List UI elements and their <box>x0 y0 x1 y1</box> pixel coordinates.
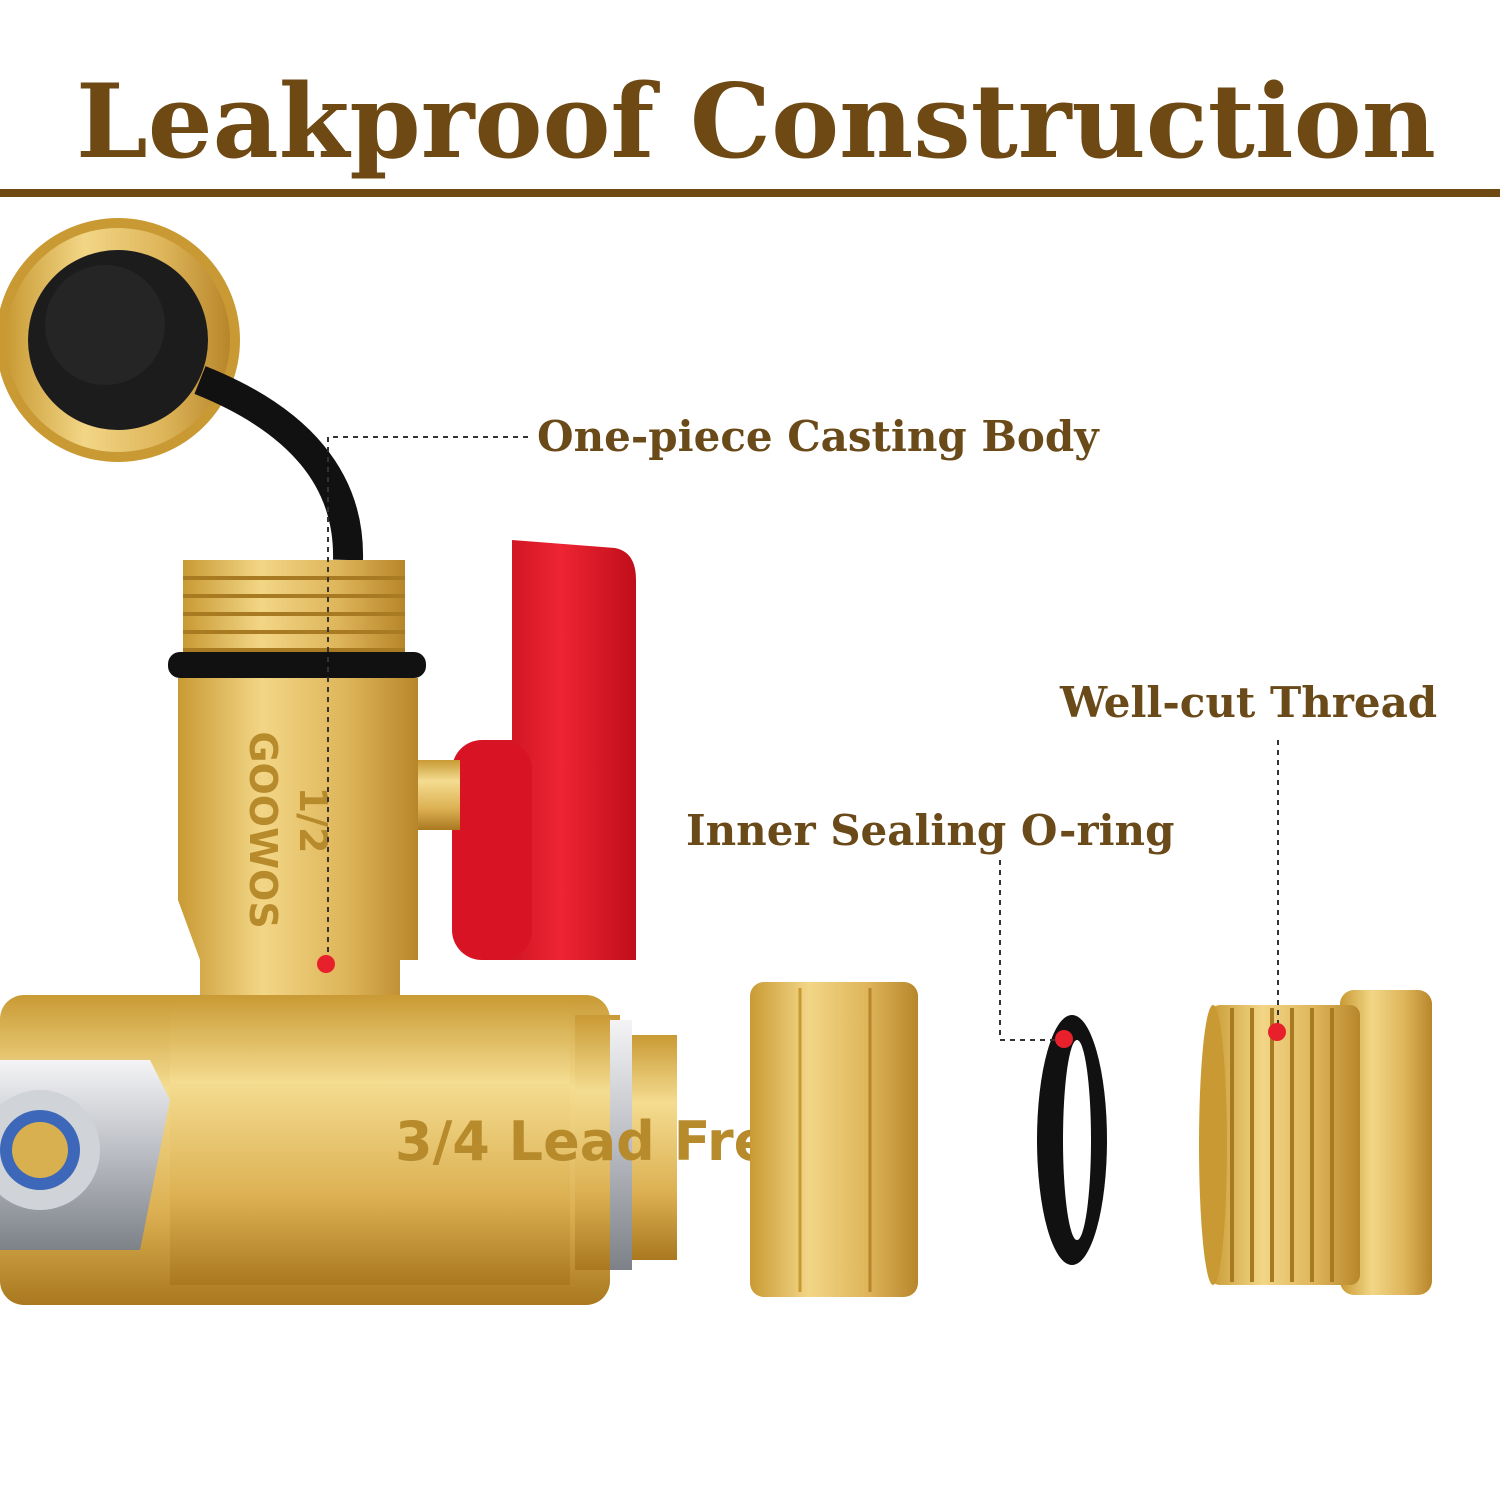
drain-valve <box>0 1060 170 1250</box>
marker-casting-body <box>317 955 335 973</box>
hex-nut <box>750 982 918 1297</box>
hose-cap <box>0 218 240 462</box>
title-divider <box>0 189 1500 197</box>
marker-o-ring <box>1055 1030 1073 1048</box>
callout-o-ring: Inner Sealing O-ring <box>686 806 1175 855</box>
red-valve-handle <box>452 540 636 960</box>
marker-thread <box>1268 1023 1286 1041</box>
callout-casting-body: One-piece Casting Body <box>537 412 1099 461</box>
callout-markers <box>317 955 1286 1048</box>
callout-thread: Well-cut Thread <box>1060 678 1438 727</box>
stamp-brand: GOOWOS <box>241 731 285 928</box>
leader-lines <box>327 436 1279 1041</box>
casting-body <box>0 678 677 1305</box>
cap-tether <box>194 366 364 561</box>
leader-o-ring <box>999 860 1062 1041</box>
stamp-size-side: 3/4 Lead Free <box>395 1110 807 1173</box>
top-threaded-outlet <box>168 560 426 678</box>
o-ring <box>1037 1015 1107 1265</box>
leader-casting-body <box>327 436 528 960</box>
page-title: Leakproof Construction <box>76 62 1436 182</box>
threaded-adapter <box>1199 990 1432 1295</box>
